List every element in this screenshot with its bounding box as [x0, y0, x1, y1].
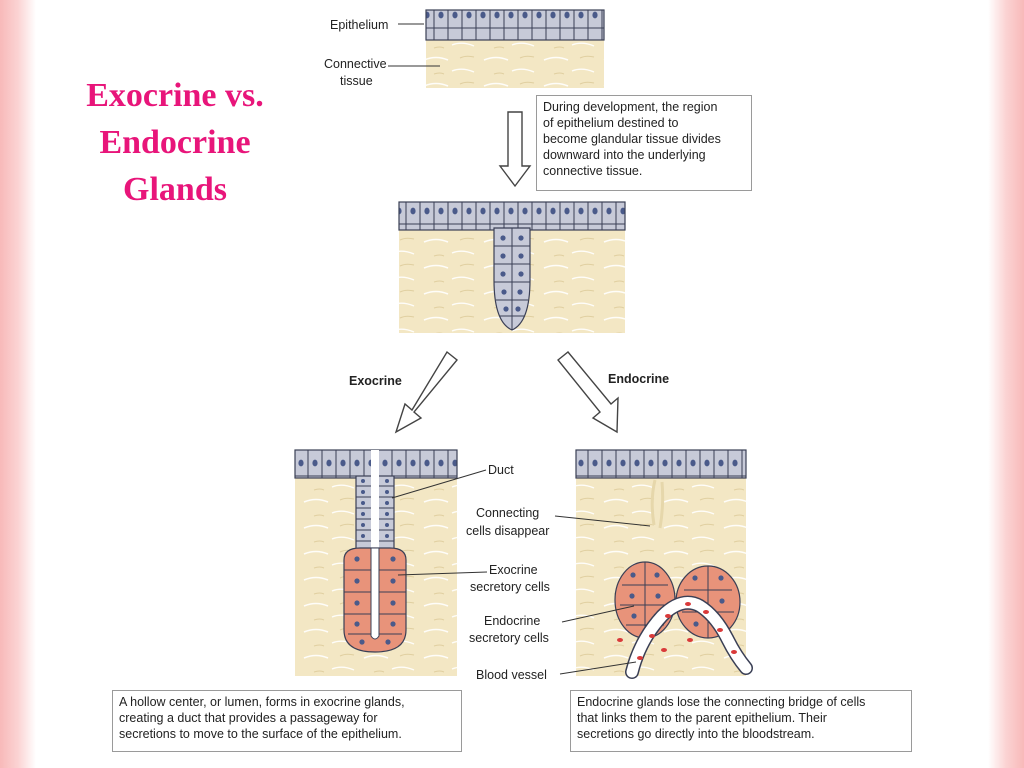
slide-title: Exocrine vs. Endocrine Glands: [55, 72, 295, 213]
blood-vessel-label: Blood vessel: [476, 668, 547, 682]
duct-leader: [391, 469, 487, 499]
caption-line: of epithelium destined to: [543, 116, 679, 130]
connective-label-2: tissue: [340, 74, 373, 88]
down-arrow-icon: [498, 111, 532, 188]
caption-line: A hollow center, or lumen, forms in exoc…: [119, 695, 405, 709]
endocrine-arrow-icon: [557, 351, 619, 434]
caption-line: become glandular tissue divides: [543, 132, 721, 146]
caption-line: During development, the region: [543, 100, 718, 114]
exocrine-cells-label-1: Exocrine: [489, 563, 538, 577]
connecting-label-1: Connecting: [476, 506, 539, 520]
duct-label: Duct: [488, 463, 514, 477]
panel-exocrine-gland: [294, 449, 458, 676]
caption-line: downward into the underlying: [543, 148, 706, 162]
exocrine-cells-label-2: secretory cells: [470, 580, 550, 594]
caption-line: connective tissue.: [543, 164, 643, 178]
endocrine-cells-label-1: Endocrine: [484, 614, 540, 628]
blood-vessel-leader: [559, 661, 637, 675]
caption-line: secretions go directly into the bloodstr…: [577, 727, 815, 741]
panel-downgrowth: [398, 201, 626, 333]
annotations: Duct Connecting cells disappear Exocrine…: [391, 463, 651, 682]
epithelium-label: Epithelium: [330, 18, 388, 32]
exocrine-branch-label: Exocrine: [349, 374, 402, 388]
endocrine-cells-leader: [561, 605, 635, 623]
exocrine-arrow-icon: [394, 350, 458, 434]
panel-initial-epithelium: Epithelium Connective tissue: [324, 9, 605, 88]
connective-label-1: Connective: [324, 57, 387, 71]
exocrine-cells-leader: [397, 571, 488, 576]
title-line-3: Glands: [123, 171, 227, 208]
exocrine-caption: A hollow center, or lumen, forms in exoc…: [112, 690, 462, 752]
caption-line: creating a duct that provides a passagew…: [119, 711, 378, 725]
endocrine-caption: Endocrine glands lose the connecting bri…: [570, 690, 912, 752]
caption-line: Endocrine glands lose the connecting bri…: [577, 695, 866, 709]
endocrine-branch-label: Endocrine: [608, 372, 669, 386]
connecting-label-2: cells disappear: [466, 524, 549, 538]
caption-line: that links them to the parent epithelium…: [577, 711, 827, 725]
panel-endocrine-gland: [575, 449, 753, 679]
connecting-leader: [554, 515, 651, 527]
endocrine-cells-label-2: secretory cells: [469, 631, 549, 645]
development-caption: During development, the region of epithe…: [536, 95, 752, 191]
caption-line: secretions to move to the surface of the…: [119, 727, 402, 741]
title-line-2: Endocrine: [99, 124, 251, 161]
title-line-1: Exocrine vs.: [86, 77, 264, 114]
